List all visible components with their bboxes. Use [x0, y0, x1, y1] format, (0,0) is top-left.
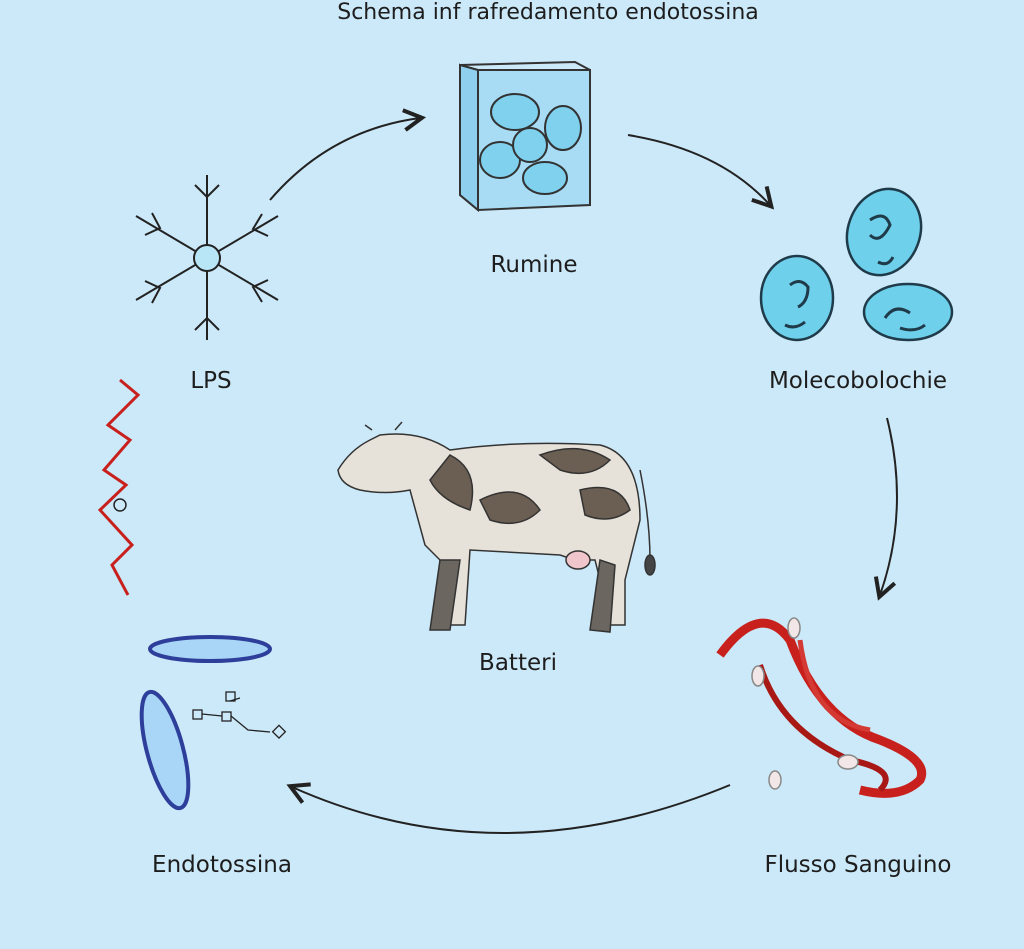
lps-zigzag-icon	[97, 378, 141, 596]
snowflake-icon	[135, 175, 279, 340]
node-label-flusso: Flusso Sanguino	[764, 852, 952, 878]
rumen-cube-icon	[459, 60, 591, 213]
arrow-molecole-to-flusso	[880, 417, 898, 595]
arrow-flusso-to-endotossina	[292, 785, 731, 834]
molecule-cells-icon	[759, 187, 954, 342]
arrow-lps-to-rumine	[269, 118, 420, 201]
node-label-batteri: Batteri	[479, 650, 557, 676]
arrow-rumine-to-molecole	[627, 134, 770, 205]
node-label-rumine: Rumine	[490, 252, 578, 278]
cow-illustration	[337, 421, 656, 633]
diagram-title: Schema inf rafredamento endotossina	[337, 0, 759, 25]
node-label-lps: LPS	[190, 368, 232, 394]
node-label-molecole: Molecobolochie	[768, 368, 948, 394]
node-label-endotossina: Endotossina	[152, 852, 292, 878]
blood-vessel-icon	[716, 617, 926, 798]
endotoxin-rings-icon	[139, 635, 287, 811]
